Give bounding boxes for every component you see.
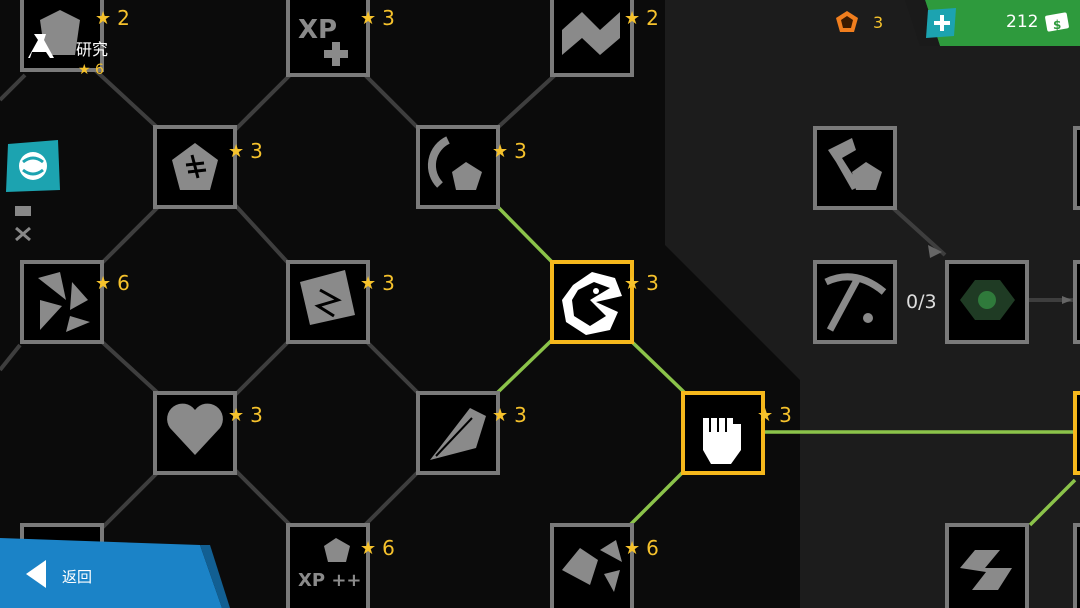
star-icon: ★: [95, 7, 112, 29]
star-icon: ★: [757, 404, 774, 426]
token-icon: [836, 11, 858, 32]
star-icon: ★: [95, 272, 112, 294]
star-icon: ★: [624, 272, 641, 294]
arrow-icon: [928, 245, 942, 258]
node-chain[interactable]: [945, 523, 1029, 608]
cards-icon: [300, 270, 355, 325]
svg-text:$: $: [1053, 18, 1061, 32]
node-rocks[interactable]: [550, 523, 634, 608]
plus-icon: [324, 42, 348, 66]
node-shards[interactable]: [20, 260, 104, 344]
node-cost-heart: ★3: [228, 403, 263, 427]
credits-bar: [925, 0, 1080, 46]
flask-icon: [28, 34, 54, 58]
wave-icon: [562, 12, 620, 55]
star-icon: ★: [492, 140, 509, 162]
star-icon: ★: [492, 404, 509, 426]
node-cost-fist-top: ★2: [95, 6, 130, 30]
node-raised-fist[interactable]: [681, 391, 765, 475]
active-connections: [495, 204, 1080, 527]
back-button-label[interactable]: 返回: [62, 568, 93, 586]
back-panel-shade: [200, 545, 230, 608]
rocks-icon: [562, 540, 622, 592]
node-xp-plus[interactable]: XP: [286, 0, 370, 77]
star-icon: ★: [228, 404, 245, 426]
research-star-total: ★ 6: [78, 62, 104, 78]
star-icon: ★: [360, 537, 377, 559]
node-hammer-clock[interactable]: [813, 126, 897, 210]
node-cost-chomper: ★3: [624, 271, 659, 295]
raised-fist-icon: [703, 418, 741, 464]
node-fist-top[interactable]: [20, 0, 104, 72]
xp-plus-icon: XP: [298, 15, 337, 45]
node-cost-cards: ★3: [360, 271, 395, 295]
node-cost-pentagon-rune: ★3: [228, 139, 263, 163]
node-clock-arc[interactable]: [416, 125, 500, 209]
node-spear[interactable]: [416, 391, 500, 475]
star-icon: ★: [624, 7, 641, 29]
node-edge-right-bot: [1073, 523, 1080, 608]
credits-counter: 212: [1006, 12, 1039, 32]
node-edge-right-top: [1073, 126, 1080, 210]
node-cost-raised-fist: ★3: [757, 403, 792, 427]
arrow-icon: [1062, 296, 1072, 304]
fist-icon: [40, 10, 80, 55]
clock-arc-icon: [427, 136, 450, 188]
node-cost-clock-arc: ★3: [492, 139, 527, 163]
node-cards[interactable]: [286, 260, 370, 344]
add-credits-button[interactable]: [926, 8, 958, 38]
crate-icon: [15, 206, 31, 216]
star-icon: ★: [624, 537, 641, 559]
node-cost-wave: ★2: [624, 6, 659, 30]
tools-icon: [15, 226, 31, 242]
node-edge-right-sel: [1073, 391, 1080, 475]
node-gem[interactable]: [945, 260, 1029, 344]
node-cost-shards: ★6: [95, 271, 130, 295]
token-counter: 3: [835, 10, 883, 34]
brain-icon: [19, 152, 47, 180]
node-xp-double-plus[interactable]: XP ++: [286, 523, 370, 608]
node-progress-gem: 0/3: [906, 291, 937, 313]
hammer-clock-icon: [828, 138, 860, 190]
shards-icon: [38, 272, 90, 332]
star-icon: ★: [360, 272, 377, 294]
heart-icon: [167, 403, 223, 455]
side-category-icons: [13, 204, 33, 246]
back-arrow-icon[interactable]: [26, 560, 46, 588]
star-icon: ★: [228, 140, 245, 162]
node-heart[interactable]: [153, 391, 237, 475]
node-chomper[interactable]: [550, 260, 634, 344]
xp-double-plus-icon: XP ++: [298, 570, 362, 591]
star-icon: ★: [78, 62, 96, 78]
node-edge-right-mid: [1073, 260, 1080, 344]
back-panel[interactable]: [0, 538, 222, 608]
node-pickaxe[interactable]: [813, 260, 897, 344]
node-cost-xp-double-plus: ★6: [360, 536, 395, 560]
star-icon: ★: [360, 7, 377, 29]
chain-icon: [960, 550, 1012, 590]
tree-connections: [0, 68, 1080, 532]
node-cost-xp-plus: ★3: [360, 6, 395, 30]
credits-icon: $: [1045, 12, 1069, 32]
node-wave[interactable]: [550, 0, 634, 77]
node-cost-spear: ★3: [492, 403, 527, 427]
node-cost-rocks: ★6: [624, 536, 659, 560]
side-category-badge[interactable]: [6, 140, 60, 192]
node-pentagon-rune[interactable]: [153, 125, 237, 209]
page-title: 研究: [76, 40, 109, 59]
research-header[interactable]: 研究 ★ 6: [24, 30, 154, 85]
